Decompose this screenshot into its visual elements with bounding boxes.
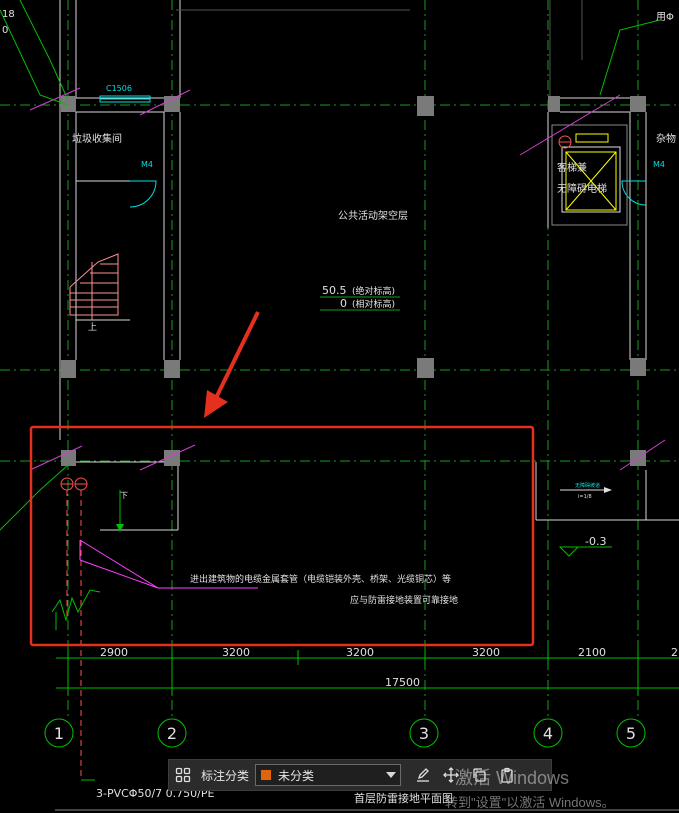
door-left xyxy=(129,180,157,208)
clipboard-icon[interactable] xyxy=(493,761,521,789)
elev-abs: 50.5 xyxy=(322,284,347,297)
door-left-label: M4 xyxy=(141,160,153,169)
leader-lines xyxy=(0,0,661,531)
edit-icon[interactable] xyxy=(409,761,437,789)
window-label: C1506 xyxy=(106,84,132,93)
axis-3: 3 xyxy=(419,724,429,743)
axis-2: 2 xyxy=(167,724,177,743)
door-right xyxy=(621,180,647,206)
elevation-marker: 50.5 (绝对标高) 0 (相对标高) xyxy=(320,284,400,311)
edge-number-1: 18 xyxy=(2,9,15,20)
elev-abs-note: (绝对标高) xyxy=(352,285,395,297)
walls xyxy=(59,0,679,531)
elev-rel: 0 xyxy=(340,297,347,310)
note-line-2: 应与防雷接地装置可靠接地 xyxy=(350,594,458,606)
room-left-label: 垃圾收集间 xyxy=(72,132,122,145)
category-color-swatch xyxy=(260,769,273,781)
down-arrow-icon xyxy=(116,490,124,532)
category-label: 标注分类 xyxy=(201,768,250,783)
ground-terminal-icons xyxy=(60,477,88,780)
axis-bubbles xyxy=(44,718,646,748)
copy-icon[interactable] xyxy=(465,761,493,789)
axis-5: 5 xyxy=(626,724,636,743)
axis-4: 4 xyxy=(543,724,553,743)
axis-numbers: 1 2 3 4 5 xyxy=(54,724,636,743)
columns xyxy=(61,96,646,466)
chevron-down-icon xyxy=(386,772,397,778)
move-icon[interactable] xyxy=(437,761,465,789)
open-floor-label: 公共活动架空层 xyxy=(338,209,408,222)
dimension-labels: 2900 3200 3200 3200 2100 2 17500 xyxy=(100,646,678,689)
stair-label: 上 xyxy=(88,322,97,333)
red-arrow-icon xyxy=(204,311,260,418)
level-right: -0.3 xyxy=(585,535,606,548)
dim-4: 3200 xyxy=(472,646,500,659)
category-select[interactable]: 未分类 xyxy=(255,764,402,786)
note-line-1: 进出建筑物的电缆金属套管（电缆铠装外壳、桥架、光缆铜芯）等 xyxy=(190,573,451,585)
door-right-label: M4 xyxy=(653,160,665,169)
dim-5: 2100 xyxy=(578,646,606,659)
stair-icon xyxy=(69,253,119,320)
axis-1: 1 xyxy=(54,724,64,743)
elevator-label-1: 客梯兼 xyxy=(557,161,587,174)
category-select-value: 未分类 xyxy=(278,768,315,783)
highlight-box xyxy=(29,425,535,647)
room-right-label: 杂物 xyxy=(656,132,676,145)
down-label: 下 xyxy=(120,491,128,500)
dim-3: 3200 xyxy=(346,646,374,659)
top-right-label: 用Φ xyxy=(656,12,674,23)
ramp-label: 无障碍坡道 xyxy=(575,482,600,489)
ground-electrode-icon xyxy=(51,589,101,630)
grounding-marks xyxy=(29,87,666,471)
dim-6: 2 xyxy=(671,646,678,659)
bottom-title: 首层防雷接地平面图 xyxy=(354,791,453,805)
dim-total: 17500 xyxy=(385,676,420,689)
window-c1506: C1506 xyxy=(99,84,151,103)
dimension-lines xyxy=(56,650,679,695)
elev-rel-note: (相对标高) xyxy=(352,298,395,310)
note-leader xyxy=(79,539,258,589)
annotation-toolbar: 标注分类 未分类 xyxy=(168,759,552,791)
grid-icon[interactable] xyxy=(169,761,197,789)
ramp-marker xyxy=(560,487,612,493)
dim-2: 3200 xyxy=(222,646,250,659)
edge-number-2: 0 xyxy=(2,25,8,36)
elevator-shaft xyxy=(551,124,628,226)
dim-1: 2900 xyxy=(100,646,128,659)
axis-lines xyxy=(0,0,679,720)
level-marker xyxy=(558,546,612,557)
ramp-slope: i=1/8 xyxy=(578,494,592,500)
elevator-label-2: 无障碍电梯 xyxy=(557,182,607,195)
